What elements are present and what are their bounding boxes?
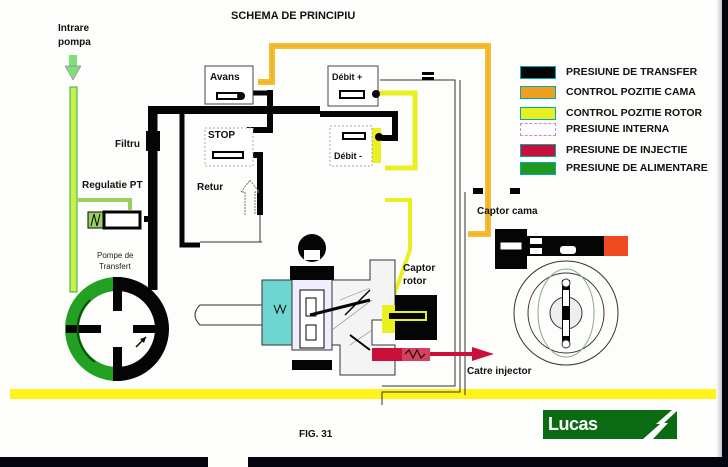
- legend-item: PRESIUNE INTERNA: [520, 123, 720, 137]
- pt-regulation-supply-branch: [78, 198, 132, 210]
- cam-sensor: [495, 229, 628, 269]
- transfer-pump: [65, 277, 169, 381]
- label-return: Retur: [197, 182, 224, 193]
- legend-swatch: [520, 162, 556, 175]
- label-flow-minus: Débit -: [334, 151, 362, 161]
- legend-swatch: [520, 144, 556, 157]
- rotor-sensor: [382, 295, 437, 340]
- diagram-title: SCHEMA DE PRINCIPIU: [231, 10, 356, 22]
- label-advance: Avans: [210, 72, 240, 83]
- label-rotor-sensor: Captor: [403, 263, 436, 274]
- page-edge-shadow: [716, 0, 722, 457]
- label-cam-sensor: Captor cama: [477, 206, 538, 217]
- legend-item: CONTROL POZITIE CAMA: [520, 86, 720, 100]
- logo-text: Lucas: [548, 414, 598, 434]
- legend-item: PRESIUNE DE ALIMENTARE: [520, 162, 720, 176]
- internal-pressure-lines: [200, 79, 466, 405]
- label-intake: Intrare: [58, 23, 90, 34]
- legend-swatch: [520, 123, 556, 136]
- rotor-control-lines: [371, 90, 418, 319]
- label-rotor-sensor-2: rotor: [403, 276, 427, 287]
- pt-regulation-valve: [87, 210, 142, 230]
- legend-label: CONTROL POZITIE ROTOR: [566, 107, 703, 119]
- legend-label: PRESIUNE DE ALIMENTARE: [566, 162, 708, 174]
- intake-arrow: [64, 55, 82, 81]
- transfer-pressure-lines: [144, 90, 398, 290]
- legend-swatch: [520, 66, 556, 79]
- label-to-injector: Catre injector: [467, 366, 532, 377]
- label-flow-plus: Débit +: [332, 72, 363, 82]
- figure-caption: FIG. 31: [299, 429, 333, 440]
- flow-plus-box: [327, 65, 379, 107]
- legend-label: PRESIUNE DE TRANSFER: [566, 66, 698, 78]
- stop-box: [204, 127, 254, 167]
- legend-label: PRESIUNE DE INJECTIE: [566, 144, 688, 156]
- pump-body: [194, 234, 396, 376]
- filter-block: [146, 131, 160, 151]
- label-pt-regulation: Regulatie PT: [82, 180, 143, 191]
- page-notch: [208, 457, 248, 467]
- legend-label: CONTROL POZITIE CAMA: [566, 86, 696, 98]
- legend-item: PRESIUNE DE TRANSFER: [520, 66, 720, 80]
- flow-plus-piston: [339, 90, 365, 99]
- return-arrow: [240, 179, 260, 215]
- highlight-band: [10, 389, 716, 399]
- lucas-logo: Lucas: [543, 410, 677, 439]
- supply-line: [69, 86, 78, 293]
- legend-item: CONTROL POZITIE ROTOR: [520, 107, 720, 121]
- small-connector-marks: [422, 72, 520, 194]
- lightning-bolt-icon: [643, 410, 677, 439]
- label-intake-2: pompa: [58, 37, 91, 48]
- advance-piston: [216, 92, 240, 100]
- legend-label: PRESIUNE INTERNA: [566, 123, 670, 135]
- stop-piston: [212, 151, 244, 159]
- label-transfer-pump-2: Transfert: [99, 262, 131, 271]
- flow-minus-piston: [342, 132, 366, 140]
- legend-swatch: [520, 107, 556, 120]
- label-stop: STOP: [208, 130, 236, 141]
- label-filter: Filtru: [115, 139, 140, 150]
- cam-ring: [513, 260, 619, 366]
- injection-line: [372, 347, 494, 361]
- cam-control-lines: [258, 43, 491, 237]
- legend-swatch: [520, 86, 556, 99]
- legend-item: PRESIUNE DE INJECTIE: [520, 144, 720, 158]
- label-transfer-pump: Pompe de: [97, 251, 134, 260]
